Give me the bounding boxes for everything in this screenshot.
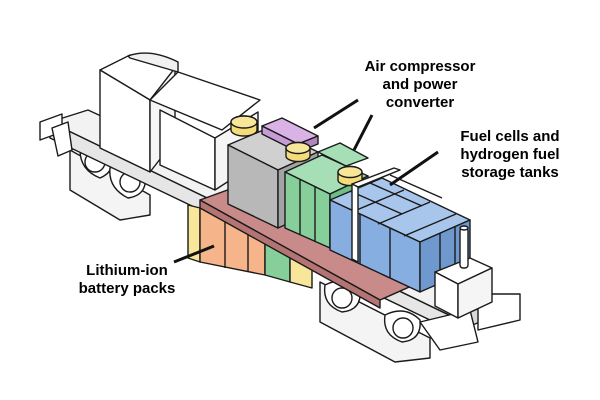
label-line: hydrogen fuel xyxy=(460,146,560,163)
front-cab-housing xyxy=(434,225,493,319)
leader-lines xyxy=(173,98,439,264)
label-line: storage tanks xyxy=(461,164,559,181)
label-line: Lithium-ion xyxy=(86,262,168,279)
label-line: Fuel cells and xyxy=(460,128,560,145)
label-air-compressor: Air compressor and power converter xyxy=(340,58,500,112)
label-line: converter xyxy=(385,94,455,111)
label-fuel-cells: Fuel cells and hydrogen fuel storage tan… xyxy=(440,128,580,182)
label-battery-packs: Lithium-ion battery packs xyxy=(62,262,192,298)
cab-body xyxy=(99,52,261,191)
front-bogie xyxy=(319,280,431,363)
label-line: and power xyxy=(382,76,458,93)
label-line: Air compressor xyxy=(364,58,476,75)
label-line: battery packs xyxy=(78,280,176,297)
